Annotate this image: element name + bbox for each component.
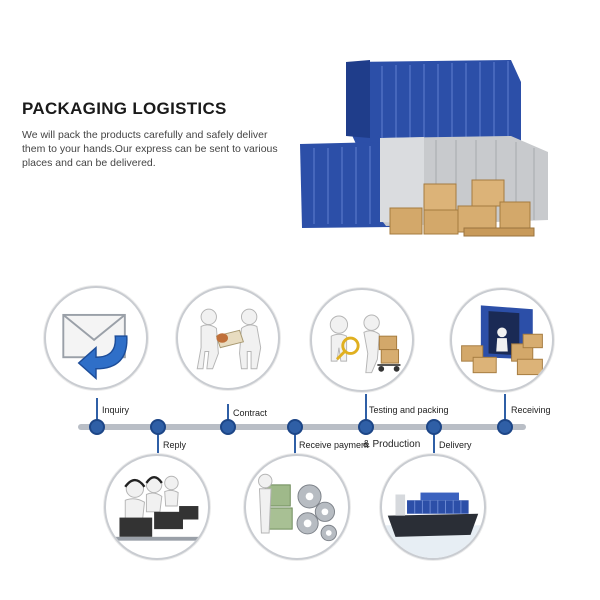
timeline-node-reply [150,419,166,435]
timeline-stem [365,394,367,426]
timeline-node-inquiry [89,419,105,435]
timeline-stem [294,428,296,454]
timeline-node-receiving [497,419,513,435]
timeline-node-receive-payment [287,419,303,435]
page-description: We will pack the products carefully and … [22,129,278,169]
container-boxes-icon [450,288,554,392]
page-title: PACKAGING LOGISTICS [22,99,227,118]
money-gears-icon [244,454,350,560]
step-label-contract: Contract [233,408,268,418]
timeline-stem [433,428,435,454]
handshake-contract-icon [176,286,280,390]
timeline-node-testing-packing [358,419,374,435]
step-label-receiving: Receiving [511,405,551,415]
cargo-ship-icon [380,454,486,560]
step-label-testing-packing: Testing and packing [369,405,449,415]
call-center-icon [104,454,210,560]
mail-reply-icon [44,286,148,390]
timeline-stem [96,398,98,426]
timeline-node-delivery [426,419,442,435]
timeline-stem [227,404,229,426]
step-label-production: & Production [363,439,421,450]
inspect-packing-icon [310,288,414,392]
shipping-containers-image [296,52,558,242]
timeline-stem [157,428,159,454]
step-label-reply: Reply [163,440,187,450]
step-label-delivery: Delivery [439,440,472,450]
timeline-node-contract [220,419,236,435]
step-label-inquiry: Inquiry [102,405,130,415]
step-label-receive-payment: Receive payment [299,440,369,450]
timeline-stem [504,394,506,426]
